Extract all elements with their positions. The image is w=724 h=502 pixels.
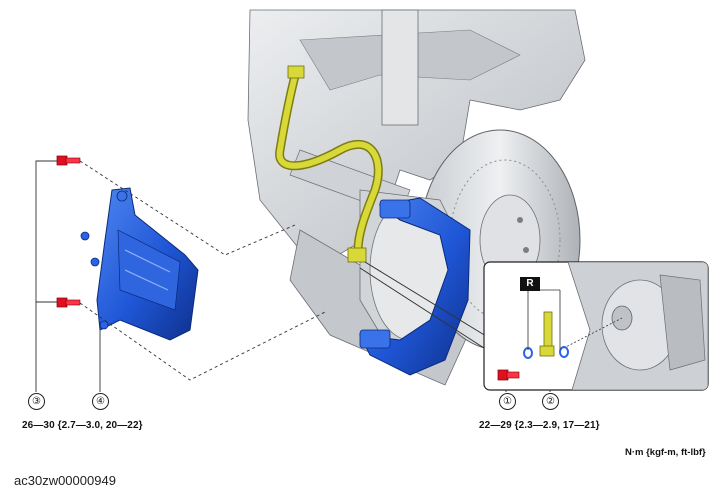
caliper-bolt-lower [56, 297, 81, 308]
callout-2: ② [542, 393, 559, 410]
assembly-lines [79, 160, 326, 381]
callout-4: ④ [92, 393, 109, 410]
caliper-bolt-upper [56, 155, 81, 166]
caliper-bracket-installed [359, 197, 471, 376]
brake-hose [275, 65, 383, 263]
torque-spec-bolt-3: 26—30 {2.7—3.0, 20—22} [22, 420, 143, 431]
union-bolt [497, 369, 509, 381]
callout-3: ③ [28, 393, 45, 410]
detail-inset [483, 261, 709, 391]
units-label: N·m {kgf-m, ft-lbf} [625, 447, 706, 458]
torque-spec-bolt-1: 22—29 {2.3—2.9, 17—21} [479, 420, 600, 431]
strut-shock [381, 9, 419, 126]
washer-right [559, 346, 569, 358]
replace-badge: R [520, 277, 540, 291]
callout-1: ① [499, 393, 516, 410]
brake-caliper [80, 187, 199, 341]
figure-id: ac30zw00000949 [14, 473, 116, 488]
